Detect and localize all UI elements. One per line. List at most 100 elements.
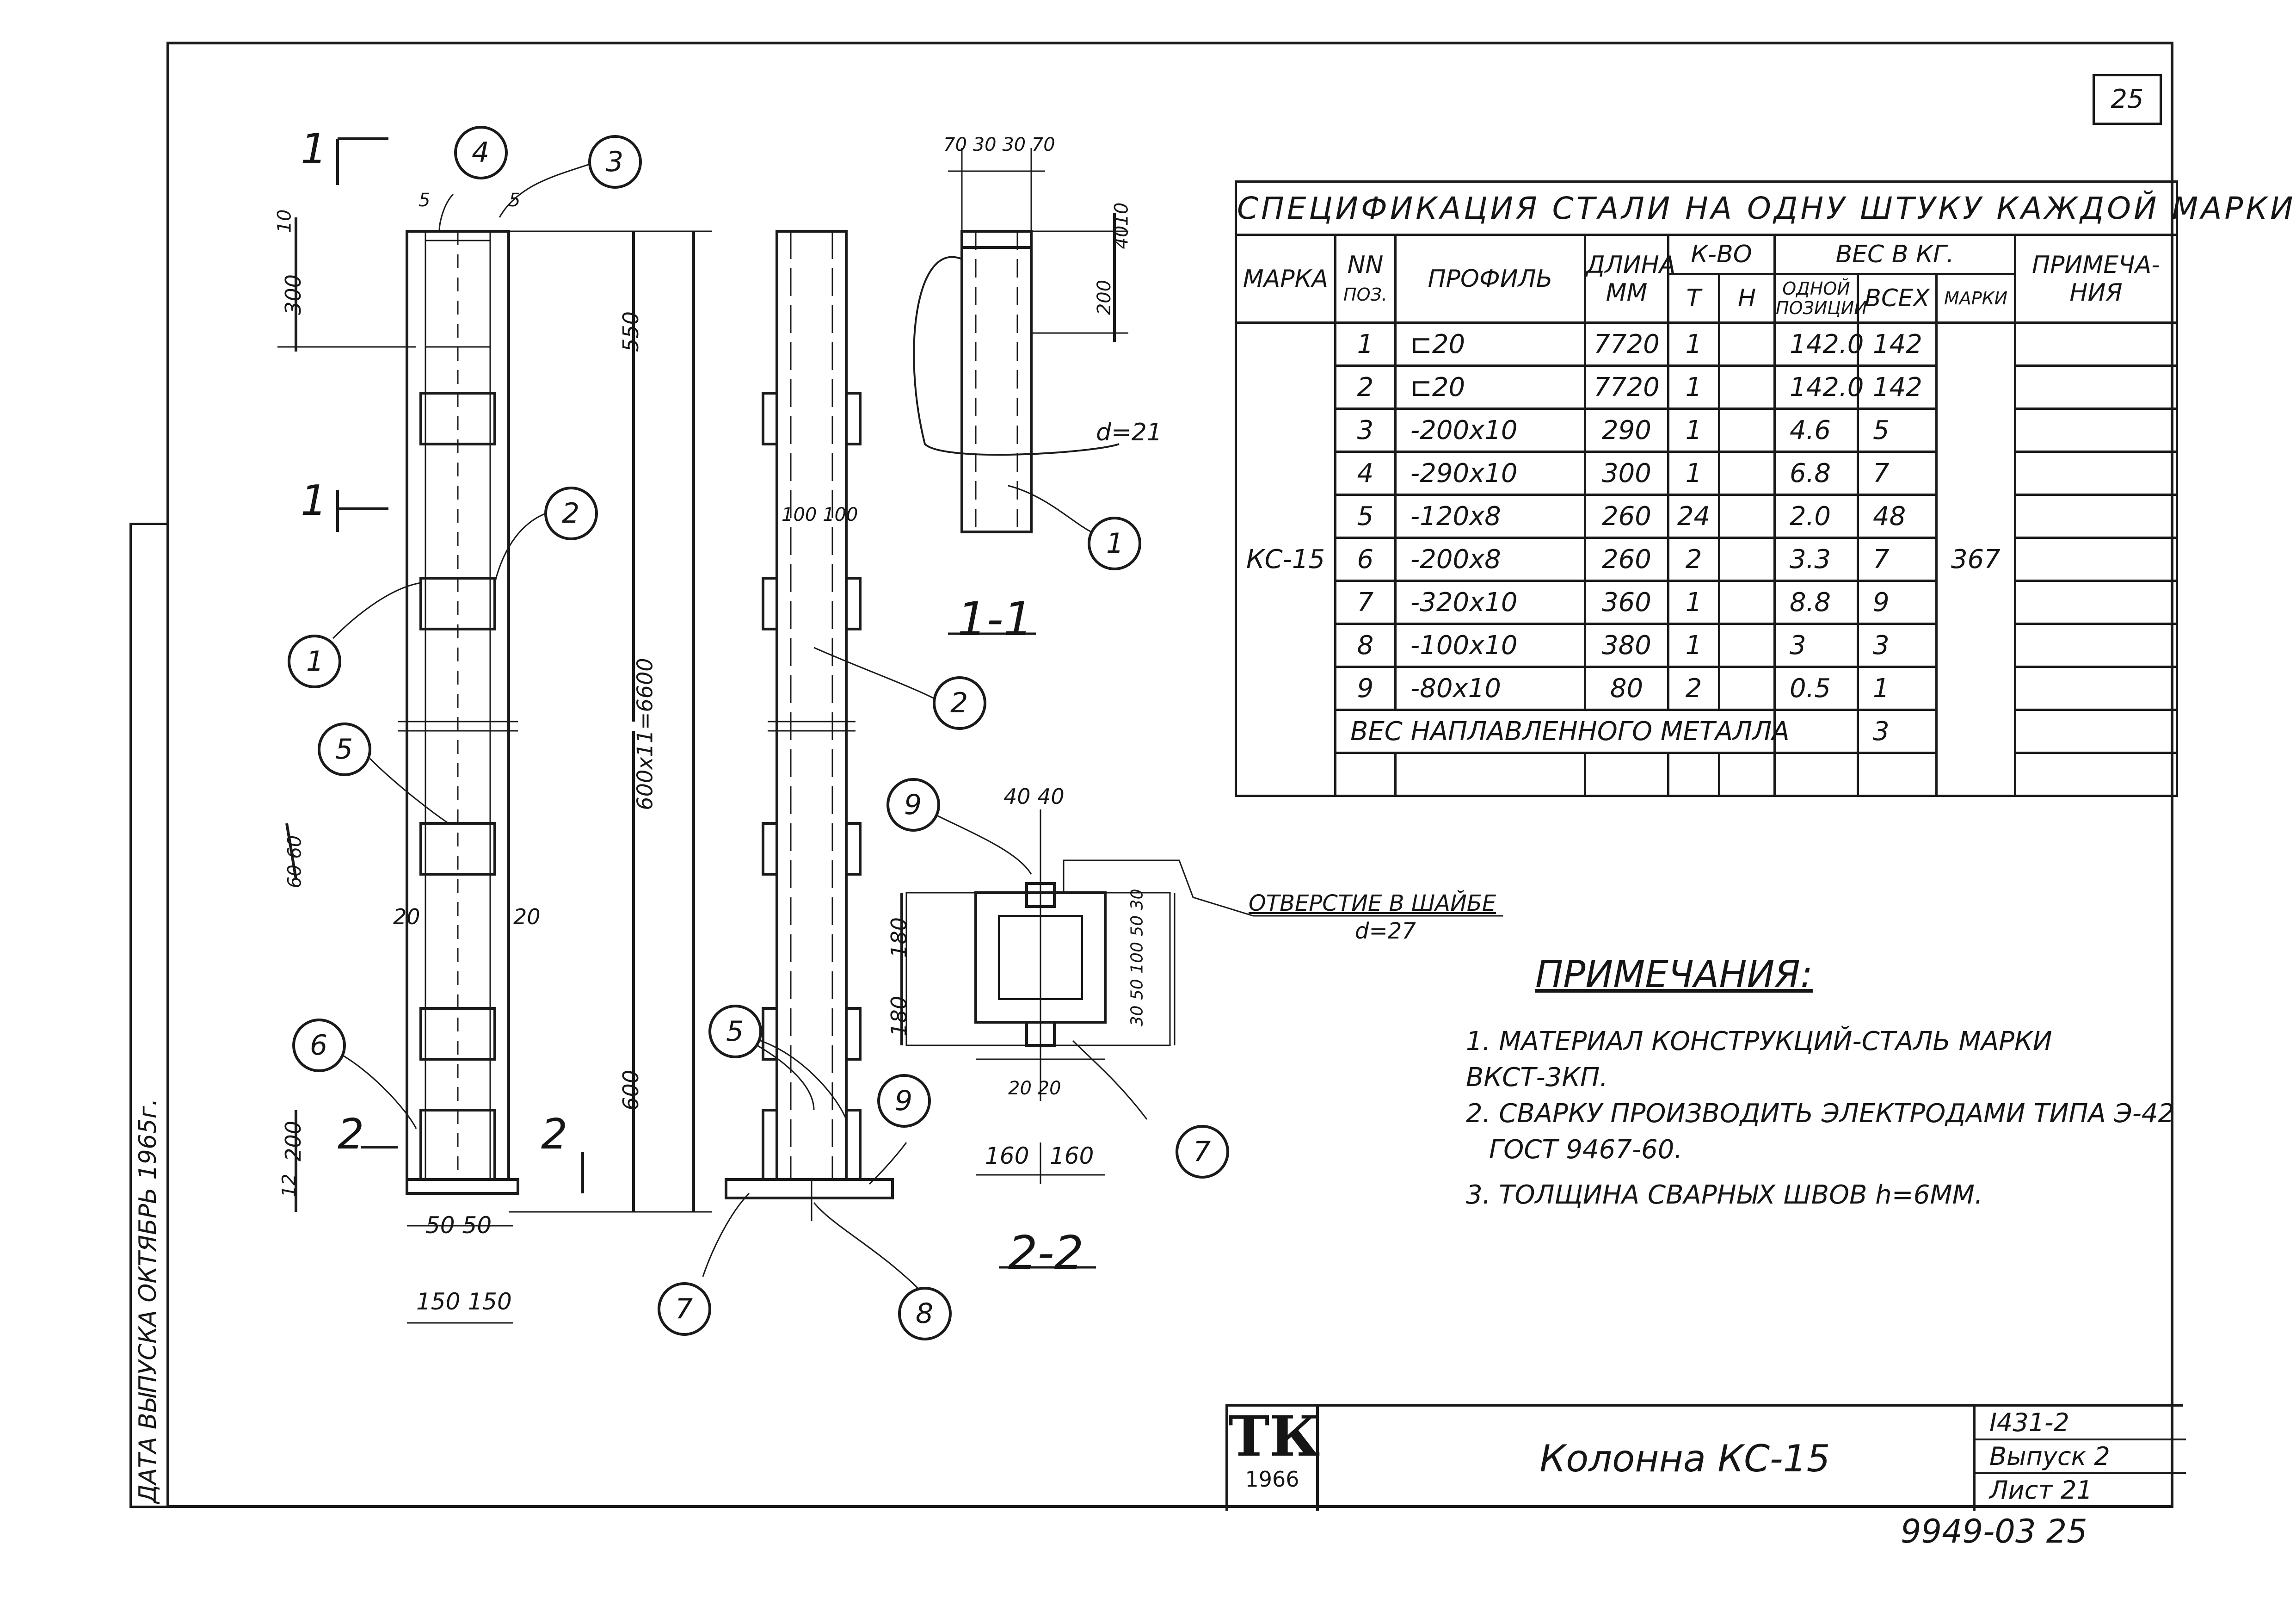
- spec-note: [2013, 364, 2179, 410]
- specification-table: СПЕЦИФИКАЦИЯ СТАЛИ НА ОДНУ ШТУКУ КАЖДОЙ …: [1234, 180, 2293, 797]
- spec-profile: -100x10: [1394, 623, 1586, 668]
- spec-note: [2013, 451, 2179, 496]
- spec-length: 290: [1584, 408, 1669, 453]
- hdr-length-unit: ММ: [1606, 278, 1648, 307]
- org-logo: ТК 1966: [1228, 1407, 1320, 1511]
- dim-20-20: 20 20: [1008, 1078, 1061, 1099]
- spec-weight-all: 5: [1857, 408, 1938, 453]
- section-title-1-1: 1-1: [957, 592, 1033, 646]
- spec-weight-all: 9: [1857, 580, 1938, 625]
- spec-note: [2013, 623, 2179, 668]
- callout-5-label: 5: [335, 733, 353, 766]
- spec-empty-cell: [1773, 752, 1859, 797]
- spec-profile: -80x10: [1394, 666, 1586, 711]
- callout-7b-label: 7: [1193, 1136, 1211, 1168]
- spec-empty-cell: [1667, 752, 1720, 797]
- column-side-view: [776, 230, 848, 1181]
- callout-1-label: 1: [306, 645, 324, 678]
- hdr-notes: ПРИМЕЧА-НИЯ: [2013, 234, 2179, 324]
- spec-weight-all: 1: [1857, 666, 1938, 711]
- archive-number: 9949-03 25: [1901, 1513, 2087, 1550]
- dim-12: 12: [278, 1173, 300, 1198]
- hdr-w-mark: МАРКИ: [1935, 273, 2016, 324]
- spec-profile: -320x10: [1394, 580, 1586, 625]
- spec-note: [2013, 494, 2179, 539]
- spec-pos: 5: [1334, 494, 1397, 539]
- side-strip: [129, 523, 166, 1508]
- spec-qty-t: 1: [1667, 408, 1720, 453]
- dim-20b: 20: [513, 904, 541, 929]
- note-1: 1. МАТЕРИАЛ КОНСТРУКЦИЙ-СТАЛЬ МАРКИ ВКСТ…: [1466, 1026, 2052, 1093]
- spec-empty-cell: [1857, 752, 1938, 797]
- hdr-length-label: ДЛИНА: [1586, 251, 1676, 279]
- note-2-cont: ГОСТ 9467-60.: [1489, 1135, 1683, 1165]
- spec-marka: КС-15: [1235, 321, 1336, 797]
- callout-1b: [1088, 517, 1141, 570]
- dim-50-50: 50 50: [425, 1212, 492, 1239]
- spec-weight-all: 142: [1857, 364, 1938, 410]
- hdr-qty-t: Т: [1667, 273, 1720, 324]
- spec-weight-one: 6.8: [1773, 451, 1859, 496]
- dim-200: 200: [280, 1121, 306, 1161]
- callout-8-label: 8: [916, 1297, 934, 1330]
- spec-note: [2013, 666, 2179, 711]
- spec-pos: 2: [1334, 364, 1397, 410]
- hdr-qty-n: Н: [1718, 273, 1776, 324]
- issue: Выпуск 2: [1976, 1440, 2186, 1474]
- callout-1: [288, 635, 341, 688]
- spec-length: 7720: [1584, 364, 1669, 410]
- notes: ПРИМЕЧАНИЯ: 1. МАТЕРИАЛ КОНСТРУКЦИЙ-СТАЛ…: [1466, 953, 2187, 1213]
- spec-qty-t: 1: [1667, 451, 1720, 496]
- spec-note: [2013, 408, 2179, 453]
- callout-6-label: 6: [310, 1029, 328, 1062]
- spec-empty-cell: [1394, 752, 1586, 797]
- dim-160b: 160: [1050, 1142, 1094, 1169]
- dim-180b: 180: [886, 996, 911, 1037]
- hdr-nn: NN: [1347, 251, 1384, 279]
- spec-weight-all: 7: [1857, 451, 1938, 496]
- dim-40-40: 40 40: [1003, 784, 1065, 809]
- hdr-profile: ПРОФИЛЬ: [1394, 234, 1586, 324]
- callout-8: [898, 1287, 952, 1340]
- weld-note: [2013, 709, 2179, 754]
- dim-180a: 180: [886, 917, 911, 958]
- hole-diameter: d=27: [1355, 918, 1416, 944]
- hdr-marka: МАРКА: [1235, 234, 1336, 324]
- section-mark-1-mid: 1: [301, 476, 327, 525]
- spec-note: [2013, 321, 2179, 367]
- spec-empty-cell: [1718, 752, 1776, 797]
- dim-550: 550: [618, 311, 643, 352]
- callout-5b: [708, 1005, 762, 1058]
- spec-pos: 3: [1334, 408, 1397, 453]
- note-3: 3. ТОЛЩИНА СВАРНЫХ ШВОВ h=6ММ.: [1466, 1180, 1983, 1210]
- sheet: Лист 21: [1989, 1476, 2093, 1505]
- hdr-w-all: ВСЕХ: [1857, 273, 1938, 324]
- hdr-qty: К-ВО: [1667, 234, 1776, 275]
- spec-qty-n: [1718, 408, 1776, 453]
- spec-weight-one: 3.3: [1773, 537, 1859, 582]
- dim-160a: 160: [985, 1142, 1029, 1169]
- callout-4-label: 4: [472, 136, 490, 169]
- spec-profile: -120x8: [1394, 494, 1586, 539]
- page-number: 25: [2093, 74, 2162, 125]
- spec-qty-t: 1: [1667, 623, 1720, 668]
- spec-pos: 1: [1334, 321, 1397, 367]
- callout-9b: [877, 1074, 931, 1128]
- dim-60-60: 60 60: [284, 835, 306, 889]
- spec-pos: 9: [1334, 666, 1397, 711]
- spec-mark-weight: 367: [1935, 321, 2016, 797]
- spec-qty-n: [1718, 623, 1776, 668]
- spec-qty-n: [1718, 537, 1776, 582]
- dim-100-100: 100 100: [782, 504, 858, 525]
- spec-weight-all: 3: [1857, 623, 1938, 668]
- spec-qty-t: 24: [1667, 494, 1720, 539]
- dim-20a: 20: [393, 904, 420, 929]
- callout-2: [544, 487, 598, 540]
- spec-weight-one: 8.8: [1773, 580, 1859, 625]
- section-mark-1-top: 1: [301, 125, 327, 173]
